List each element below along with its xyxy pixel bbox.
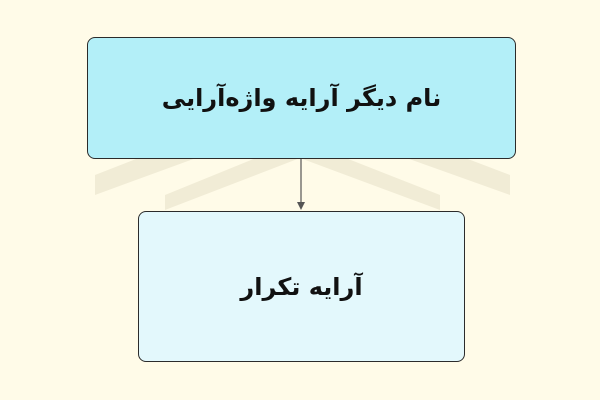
- node-bottom: آرایه تکرار: [138, 211, 465, 362]
- node-top: نام دیگر آرایه واژه‌آرایی: [87, 37, 516, 159]
- node-bottom-label: آرایه تکرار: [240, 272, 363, 301]
- node-top-label: نام دیگر آرایه واژه‌آرایی: [161, 84, 442, 112]
